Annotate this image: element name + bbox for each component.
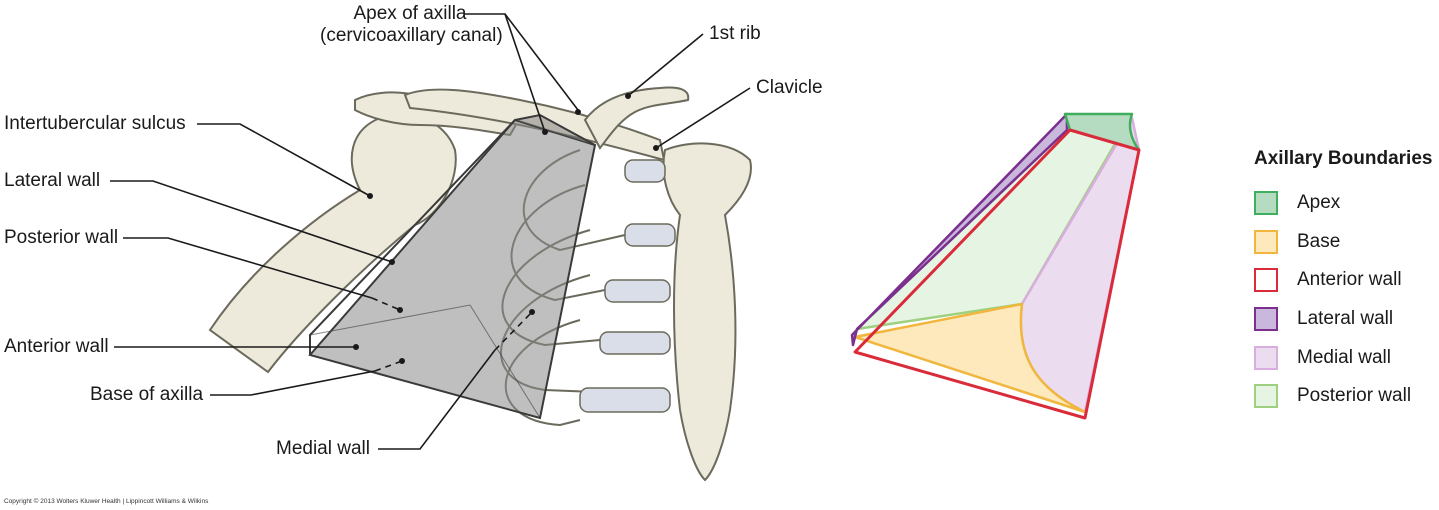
legend-label: Posterior wall (1297, 385, 1412, 407)
legend-label: Apex (1297, 192, 1341, 214)
legend-label: Base (1297, 230, 1341, 252)
label-medial-wall: Medial wall (276, 438, 370, 459)
lateral-wall-face (850, 112, 1069, 347)
anatomy-drawing (110, 13, 752, 482)
legend-item: Base (1254, 223, 1432, 262)
legend-swatch (1254, 229, 1278, 254)
legend-label: Medial wall (1297, 346, 1391, 368)
legend-item: Posterior wall (1254, 377, 1432, 416)
legend-swatch (1254, 307, 1278, 332)
first-rib (583, 86, 690, 150)
label-clavicle: Clavicle (756, 77, 823, 98)
legend-item: Apex (1254, 184, 1432, 223)
label-base-of-axilla: Base of axilla (90, 384, 204, 405)
legend-label: Anterior wall (1297, 269, 1402, 291)
legend-swatch (1254, 268, 1278, 293)
sternum (662, 142, 752, 482)
leader-dots (353, 93, 659, 364)
legend-item: Medial wall (1254, 338, 1432, 377)
label-posterior-wall: Posterior wall (4, 227, 119, 248)
base-face (853, 302, 1087, 414)
label-apex-of-axilla: Apex of axilla (cervicoaxillary canal) (320, 3, 503, 47)
label-lateral-wall: Lateral wall (4, 170, 101, 191)
leader-lines (110, 13, 751, 450)
legend-title: Axillary Boundaries (1254, 148, 1433, 169)
legend-swatch (1254, 384, 1278, 409)
label-anterior-wall: Anterior wall (4, 336, 109, 357)
apex-sublabel: (cervicoaxillary canal) (320, 25, 503, 46)
label-first-rib: 1st rib (709, 23, 761, 44)
costal-cartilages (579, 159, 676, 413)
apex-label: Apex of axilla (353, 3, 467, 24)
boundaries-pyramid (850, 112, 1141, 420)
copyright-notice: Copyright © 2013 Wolters Kluwer Health |… (4, 498, 209, 505)
legend-item: Anterior wall (1254, 261, 1432, 300)
anterior-wall-outline (853, 128, 1141, 420)
legend-item: Lateral wall (1254, 300, 1432, 339)
legend-label: Lateral wall (1297, 308, 1394, 330)
legend-swatch (1254, 191, 1278, 216)
axilla-pyramid (308, 113, 597, 420)
label-intertubercular-sulcus: Intertubercular sulcus (4, 113, 186, 134)
legend-swatch (1254, 345, 1278, 370)
